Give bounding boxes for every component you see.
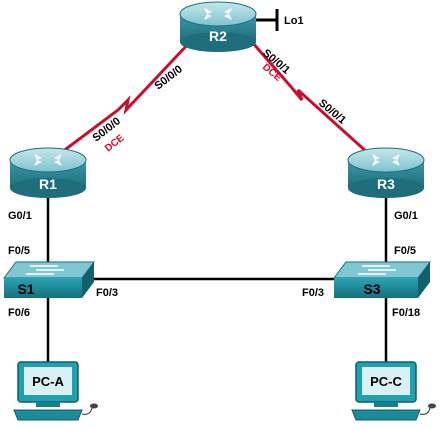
pc-c[interactable]: PC-C [351,361,436,421]
router-arrows-icon [372,154,400,166]
switch-s1[interactable]: S1 [3,261,95,298]
r3-g01-label: G0/1 [394,210,418,222]
router-r2-label: R2 [209,28,227,44]
router-r3[interactable]: R3 [347,147,425,198]
pc-c-label: PC-C [370,374,402,389]
s1-f03-label: F0/3 [96,287,118,299]
serial-link-r1-r2 [61,40,192,154]
s3-f05-label: F0/5 [394,245,416,257]
router-r2[interactable]: R2 [179,1,257,52]
pc-a[interactable]: PC-A [13,361,98,421]
s3-f03-label: F0/3 [302,287,324,299]
switch-arrows-icon [26,265,64,275]
loopback-label: Lo1 [284,15,304,27]
router-arrows-icon [204,8,232,20]
s1-f06-label: F0/6 [8,307,30,319]
router-arrows-icon [34,154,62,166]
router-r1[interactable]: R1 [9,147,87,198]
router-r3-label: R3 [377,176,395,192]
s1-f05-label: F0/5 [8,245,30,257]
serial-link-r2-r3 [250,41,380,164]
switch-s1-label: S1 [17,281,34,297]
switch-s3-label: S3 [363,281,380,297]
s3-f018-label: F0/18 [392,307,420,319]
router-r1-label: R1 [39,176,57,192]
r1-g01-label: G0/1 [8,210,32,222]
switch-arrows-icon [358,265,396,275]
switch-s3[interactable]: S3 [333,261,431,298]
pc-a-label: PC-A [32,374,64,389]
